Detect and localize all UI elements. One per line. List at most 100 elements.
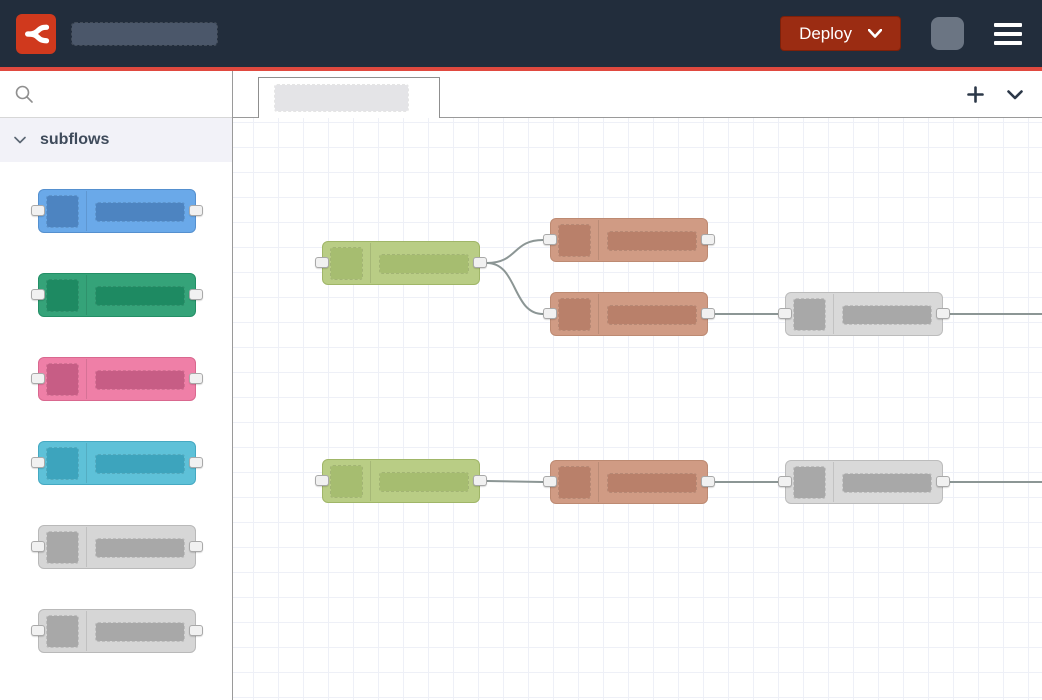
- node-icon-divider: [86, 611, 87, 651]
- flow-list-button[interactable]: [1002, 82, 1028, 108]
- plus-icon: [966, 86, 984, 103]
- palette-node-subflow-green[interactable]: [31, 273, 203, 317]
- palette-node-subflow-gray-1[interactable]: [31, 525, 203, 569]
- node-port-output[interactable]: [936, 308, 950, 319]
- node-icon: [330, 247, 363, 280]
- node-port-input[interactable]: [778, 308, 792, 319]
- node-port-input[interactable]: [31, 541, 45, 552]
- palette-search[interactable]: [0, 71, 232, 118]
- node-port-input[interactable]: [315, 475, 329, 486]
- palette-node-subflow-gray-2[interactable]: [31, 609, 203, 653]
- node-icon-divider: [598, 294, 599, 334]
- node-label-placeholder: [379, 472, 469, 492]
- node-port-input[interactable]: [31, 625, 45, 636]
- flow-node-gray-b[interactable]: [778, 460, 950, 504]
- node-icon-divider: [86, 275, 87, 315]
- deploy-button[interactable]: Deploy: [780, 16, 901, 51]
- node-port-output[interactable]: [189, 625, 203, 636]
- add-flow-button[interactable]: [962, 82, 988, 108]
- node-icon-divider: [370, 243, 371, 283]
- node-icon-divider: [86, 359, 87, 399]
- node-icon: [793, 466, 826, 499]
- node-icon: [46, 279, 79, 312]
- palette-node-subflow-blue[interactable]: [31, 189, 203, 233]
- node-label-placeholder: [607, 305, 697, 325]
- flow-node-orange-a[interactable]: [543, 218, 715, 262]
- chevron-down-icon: [14, 136, 26, 144]
- node-icon: [330, 465, 363, 498]
- node-icon-divider: [86, 527, 87, 567]
- node-icon: [558, 224, 591, 257]
- deploy-button-label: Deploy: [799, 23, 852, 43]
- palette-node-subflow-pink[interactable]: [31, 357, 203, 401]
- node-label-placeholder: [607, 231, 697, 251]
- app-title-placeholder: [71, 21, 218, 46]
- node-port-output[interactable]: [189, 289, 203, 300]
- node-port-output[interactable]: [701, 308, 715, 319]
- user-avatar[interactable]: [931, 17, 964, 50]
- node-port-input[interactable]: [543, 234, 557, 245]
- node-port-input[interactable]: [31, 373, 45, 384]
- node-icon: [46, 363, 79, 396]
- flow-canvas[interactable]: [233, 118, 1042, 700]
- node-icon: [558, 298, 591, 331]
- node-port-input[interactable]: [31, 457, 45, 468]
- node-palette: subflows: [0, 71, 233, 700]
- flow-node-orange-b[interactable]: [543, 292, 715, 336]
- node-label-placeholder: [607, 473, 697, 493]
- palette-node-subflow-cyan[interactable]: [31, 441, 203, 485]
- node-red-logo-icon: [16, 13, 56, 54]
- node-port-output[interactable]: [701, 234, 715, 245]
- node-icon: [46, 531, 79, 564]
- node-icon: [793, 298, 826, 331]
- node-port-output[interactable]: [473, 257, 487, 268]
- header-accent-rule: [0, 67, 1042, 71]
- node-port-input[interactable]: [31, 289, 45, 300]
- palette-category-subflows[interactable]: subflows: [0, 118, 232, 162]
- flow-node-green-a[interactable]: [315, 241, 487, 285]
- node-port-output[interactable]: [189, 373, 203, 384]
- node-label-placeholder: [95, 454, 185, 474]
- chevron-down-icon: [868, 29, 882, 38]
- flow-tab[interactable]: [258, 77, 440, 118]
- node-label-placeholder: [842, 305, 932, 325]
- node-icon-divider: [86, 443, 87, 483]
- node-port-output[interactable]: [936, 476, 950, 487]
- workspace: [233, 71, 1042, 700]
- node-port-output[interactable]: [189, 541, 203, 552]
- flow-node-green-b[interactable]: [315, 459, 487, 503]
- search-icon: [15, 85, 33, 103]
- node-icon-divider: [833, 294, 834, 334]
- node-label-placeholder: [95, 370, 185, 390]
- wire-layer: [486, 239, 1042, 483]
- wire-green-a-orange-a[interactable]: [486, 239, 544, 264]
- wire-green-a-orange-b[interactable]: [486, 262, 544, 315]
- node-icon: [46, 195, 79, 228]
- node-port-input[interactable]: [31, 205, 45, 216]
- hamburger-menu-icon[interactable]: [990, 19, 1026, 49]
- palette-node-list: [0, 162, 232, 693]
- node-label-placeholder: [95, 622, 185, 642]
- node-icon-divider: [86, 191, 87, 231]
- node-icon-divider: [598, 462, 599, 502]
- node-icon-divider: [370, 461, 371, 501]
- node-port-input[interactable]: [543, 476, 557, 487]
- node-port-output[interactable]: [189, 205, 203, 216]
- node-label-placeholder: [95, 202, 185, 222]
- node-label-placeholder: [842, 473, 932, 493]
- flow-node-gray-a[interactable]: [778, 292, 950, 336]
- node-icon: [46, 615, 79, 648]
- node-port-output[interactable]: [473, 475, 487, 486]
- node-icon: [558, 466, 591, 499]
- wire-green-b-orange-c[interactable]: [486, 480, 544, 483]
- node-port-output[interactable]: [701, 476, 715, 487]
- flow-tab-bar: [233, 71, 1042, 118]
- node-port-input[interactable]: [543, 308, 557, 319]
- palette-category-label: subflows: [40, 131, 110, 148]
- node-icon-divider: [598, 220, 599, 260]
- node-label-placeholder: [379, 254, 469, 274]
- node-port-input[interactable]: [778, 476, 792, 487]
- node-port-input[interactable]: [315, 257, 329, 268]
- node-port-output[interactable]: [189, 457, 203, 468]
- flow-node-orange-c[interactable]: [543, 460, 715, 504]
